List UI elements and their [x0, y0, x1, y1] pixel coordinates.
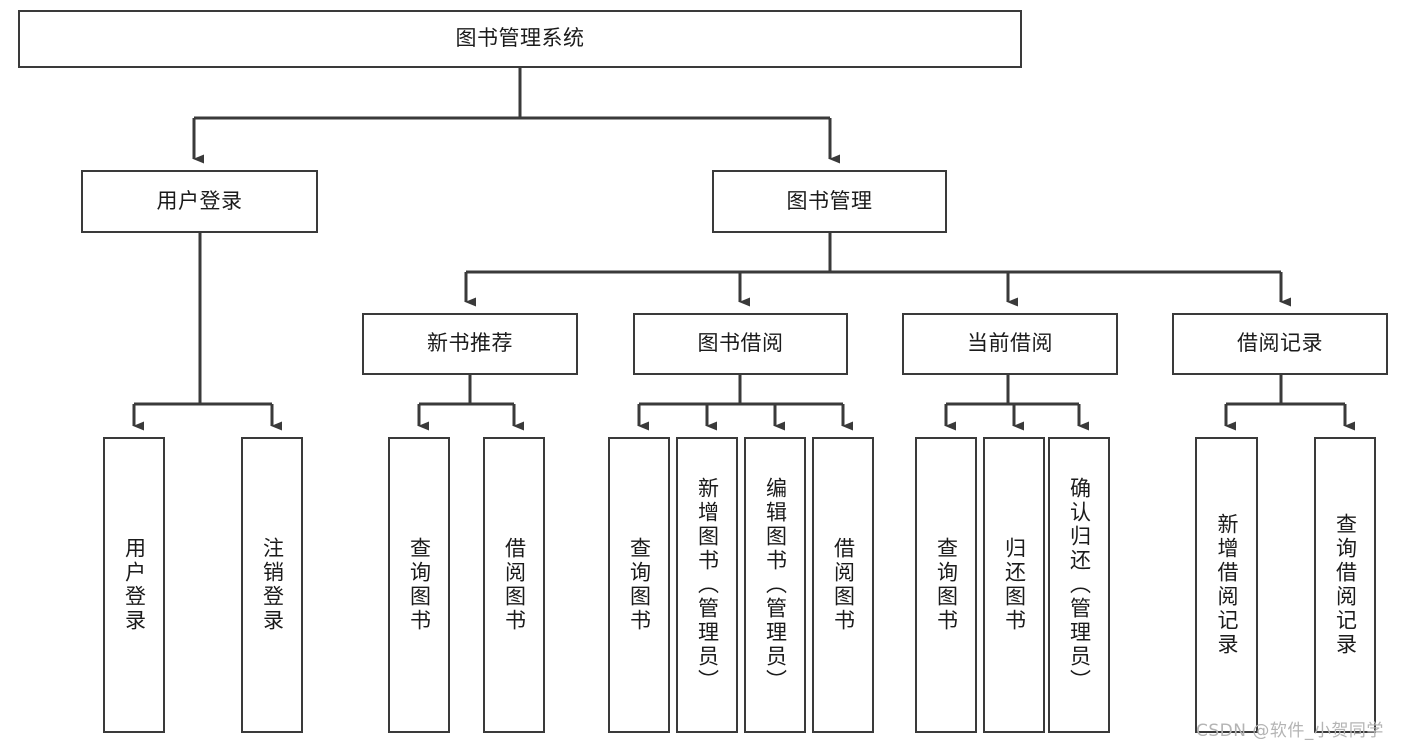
leaf-label: 新增借阅记录	[1215, 513, 1239, 657]
node-root[interactable]: 图书管理系统	[18, 10, 1022, 68]
node-label: 图书管理	[786, 188, 873, 213]
leaf-label: 查询图书	[627, 537, 652, 633]
leaf-label: 归还图书	[1002, 537, 1027, 633]
leaf-label: 确认归还（管理员）	[1067, 477, 1092, 693]
leaf-label: 借阅图书	[502, 537, 527, 633]
leaf-leaf-query-book-recommend[interactable]: 查询图书	[388, 437, 450, 733]
leaf-label: 用户登录	[122, 537, 147, 633]
node-borrow-record[interactable]: 借阅记录	[1172, 313, 1388, 375]
watermark-text: CSDN @软件_小贺同学	[1196, 721, 1384, 741]
node-book-management[interactable]: 图书管理	[712, 170, 947, 233]
leaf-label: 查询图书	[934, 537, 959, 633]
leaf-leaf-add-book-admin[interactable]: 新增图书（管理员）	[676, 437, 738, 733]
node-label: 借阅记录	[1237, 331, 1323, 356]
leaf-leaf-confirm-return-admin[interactable]: 确认归还（管理员）	[1048, 437, 1110, 733]
leaf-leaf-borrow-book-recommend[interactable]: 借阅图书	[483, 437, 545, 733]
leaf-label: 新增图书（管理员）	[695, 477, 720, 693]
node-new-book-recommend[interactable]: 新书推荐	[362, 313, 578, 375]
leaf-leaf-add-borrow-record[interactable]: 新增借阅记录	[1195, 437, 1258, 733]
leaf-label: 查询借阅记录	[1333, 513, 1358, 657]
leaf-leaf-borrow-book[interactable]: 借阅图书	[812, 437, 874, 733]
leaf-label: 注销登录	[260, 537, 285, 633]
leaf-leaf-return-book[interactable]: 归还图书	[983, 437, 1045, 733]
leaf-leaf-edit-book-admin[interactable]: 编辑图书（管理员）	[744, 437, 806, 733]
leaf-label: 编辑图书（管理员）	[763, 477, 788, 693]
node-label: 新书推荐	[427, 331, 513, 356]
leaf-leaf-query-book-current[interactable]: 查询图书	[915, 437, 977, 733]
node-book-borrow[interactable]: 图书借阅	[633, 313, 848, 375]
node-label: 当前借阅	[967, 331, 1053, 356]
leaf-leaf-user-logout[interactable]: 注销登录	[241, 437, 303, 733]
leaf-label: 查询图书	[407, 537, 432, 633]
node-current-borrow[interactable]: 当前借阅	[902, 313, 1118, 375]
leaf-label: 借阅图书	[831, 537, 856, 633]
node-label: 图书借阅	[697, 331, 784, 356]
node-user-login[interactable]: 用户登录	[81, 170, 318, 233]
node-label: 图书管理系统	[455, 26, 585, 51]
leaf-leaf-query-book-borrow[interactable]: 查询图书	[608, 437, 670, 733]
leaf-leaf-user-login[interactable]: 用户登录	[103, 437, 165, 733]
node-label: 用户登录	[156, 188, 243, 213]
leaf-leaf-query-borrow-record[interactable]: 查询借阅记录	[1314, 437, 1376, 733]
